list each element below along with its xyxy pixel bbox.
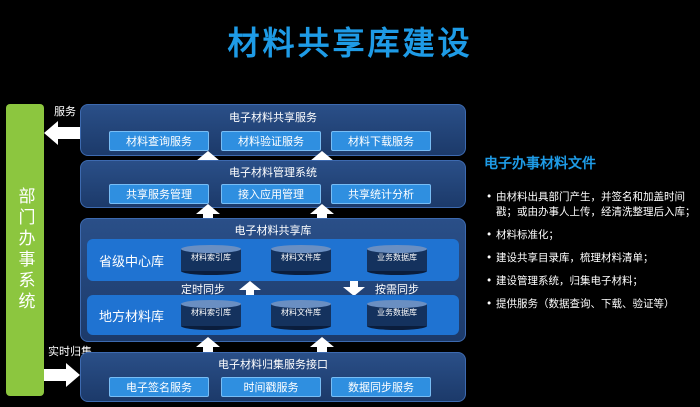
- app-manage-button[interactable]: 接入应用管理: [221, 184, 321, 204]
- db-label: 业务数据库: [377, 253, 417, 262]
- library-panel: 电子材料共享库 省级中心库 材料索引库 材料文件库: [80, 218, 466, 342]
- verify-service-button[interactable]: 材料验证服务: [221, 131, 321, 151]
- list-item-text: 建设共享目录库，梳理材料清单；: [496, 252, 654, 264]
- up-arrow-1: [196, 151, 220, 167]
- management-title: 电子材料管理系统: [229, 166, 317, 179]
- sync-down-arrow: [343, 281, 365, 296]
- sync-down-label: 按需同步: [375, 283, 419, 296]
- list-item: • 材料标准化；: [486, 228, 696, 243]
- up-arrow-6: [310, 337, 334, 353]
- list-item-text: 由材料出具部门产生，并签名和加盖时间戳；或由办事人上传，经清洗整理后入库；: [496, 191, 696, 218]
- collect-right-arrow: [44, 363, 80, 387]
- right-title: 电子办事材料文件: [484, 156, 596, 172]
- service-label: 服务: [54, 105, 76, 118]
- db-label: 材料索引库: [191, 253, 231, 262]
- data-sync-button[interactable]: 数据同步服务: [331, 377, 431, 397]
- local-db-index: 材料索引库: [179, 299, 243, 330]
- local-db-business: 业务数据库: [365, 299, 429, 330]
- db-label: 材料索引库: [191, 308, 231, 317]
- local-label: 地方材料库: [99, 310, 165, 325]
- bullet: •: [486, 298, 493, 310]
- up-arrow-5: [196, 337, 220, 353]
- list-item: • 由材料出具部门产生，并签名和加盖时间戳；或由办事人上传，经清洗整理后入库；: [486, 190, 696, 220]
- db-label: 材料文件库: [281, 308, 321, 317]
- download-service-button[interactable]: 材料下载服务: [331, 131, 431, 151]
- sync-up-arrow: [239, 281, 261, 296]
- collect-title: 电子材料归集服务接口: [218, 358, 328, 371]
- list-item: • 建设共享目录库，梳理材料清单；: [486, 251, 696, 266]
- bullet: •: [486, 191, 493, 203]
- list-item-text: 提供服务（数据查询、下载、验证等）: [496, 298, 675, 310]
- e-sign-button[interactable]: 电子签名服务: [109, 377, 209, 397]
- page-title: 材料共享库建设: [227, 24, 473, 62]
- provincial-db-business: 业务数据库: [365, 244, 429, 275]
- dept-system-label: 部门办事系统: [14, 187, 35, 313]
- local-db-file: 材料文件库: [269, 299, 333, 330]
- list-item-text: 建设管理系统，归集电子材料；: [496, 275, 643, 287]
- bullet: •: [486, 229, 493, 241]
- library-title: 电子材料共享库: [234, 224, 312, 237]
- up-arrow-2: [310, 151, 334, 167]
- bullet: •: [486, 275, 493, 287]
- provincial-label: 省级中心库: [99, 255, 165, 270]
- provincial-row: 省级中心库 材料索引库 材料文件库 业务数据库: [87, 239, 459, 281]
- list-item: • 提供服务（数据查询、下载、验证等）: [486, 297, 696, 312]
- up-arrow-3: [196, 204, 220, 220]
- timestamp-button[interactable]: 时间戳服务: [221, 377, 321, 397]
- sync-up-label: 定时同步: [181, 283, 225, 296]
- bullet: •: [486, 252, 493, 264]
- local-row: 地方材料库 材料索引库 材料文件库 业务数据库: [87, 295, 459, 335]
- list-item-text: 材料标准化；: [496, 229, 559, 241]
- share-service-panel: 电子材料共享服务 材料查询服务 材料验证服务 材料下载服务: [80, 104, 466, 156]
- stats-analysis-button[interactable]: 共享统计分析: [331, 184, 431, 204]
- management-panel: 电子材料管理系统 共享服务管理 接入应用管理 共享统计分析: [80, 160, 466, 208]
- db-label: 材料文件库: [281, 253, 321, 262]
- share-service-title: 电子材料共享服务: [229, 111, 317, 124]
- up-arrow-4: [310, 204, 334, 220]
- dept-system-bar: 部门办事系统: [6, 104, 44, 396]
- collect-panel: 电子材料归集服务接口 电子签名服务 时间戳服务 数据同步服务: [80, 352, 466, 402]
- query-service-button[interactable]: 材料查询服务: [109, 131, 209, 151]
- service-left-arrow: [44, 121, 80, 145]
- db-label: 业务数据库: [377, 308, 417, 317]
- provincial-db-file: 材料文件库: [269, 244, 333, 275]
- right-bullet-list: • 由材料出具部门产生，并签名和加盖时间戳；或由办事人上传，经清洗整理后入库； …: [486, 190, 696, 320]
- share-manage-button[interactable]: 共享服务管理: [109, 184, 209, 204]
- provincial-db-index: 材料索引库: [179, 244, 243, 275]
- list-item: • 建设管理系统，归集电子材料；: [486, 274, 696, 289]
